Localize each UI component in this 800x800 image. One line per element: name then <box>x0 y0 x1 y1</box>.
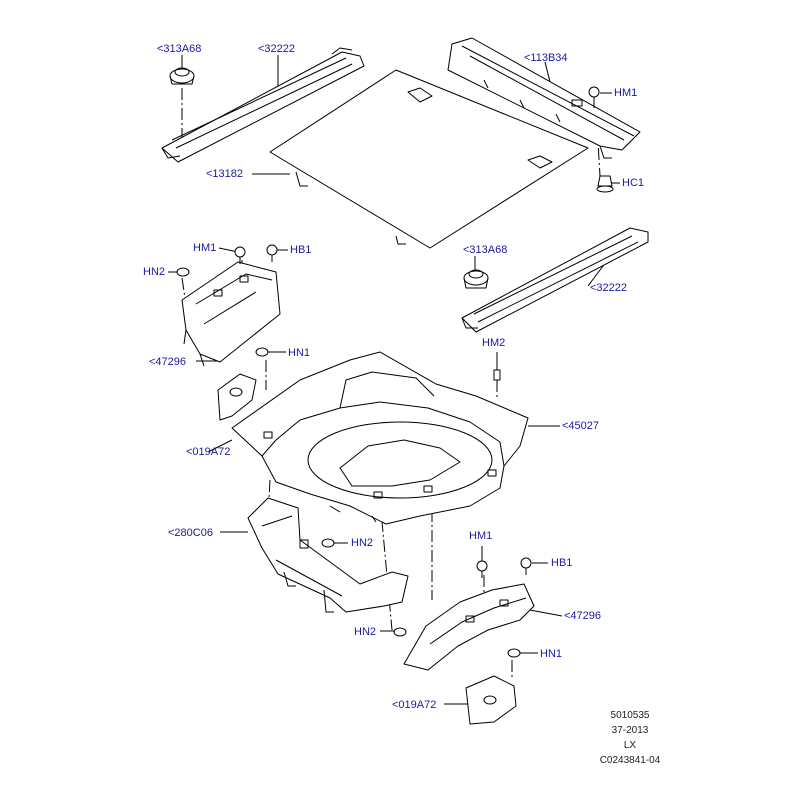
callout-45027: <45027 <box>562 420 600 432</box>
callout-hn2-center: HN2 <box>351 537 374 549</box>
reference-model: LX <box>623 740 637 751</box>
fasteners-right-lower <box>393 557 532 658</box>
cross-member-113b34 <box>447 37 641 159</box>
tonneau-rail-right <box>461 227 649 333</box>
screw-hm1-upper <box>588 86 600 108</box>
bracket-47296-left <box>181 261 281 367</box>
bracket-019a72-lower <box>465 675 517 725</box>
callout-313a68-lower: <313A68 <box>463 244 508 256</box>
callout-47296-left: <47296 <box>149 356 187 368</box>
callout-hm1-left: HM1 <box>193 242 217 254</box>
callout-hm2: HM2 <box>482 337 506 349</box>
spare-wheel-well-45027 <box>231 351 529 525</box>
bracket-280c06 <box>247 497 409 613</box>
callout-hn1-lower: HN1 <box>540 648 563 660</box>
callout-hn1-upper: HN1 <box>288 347 311 359</box>
callout-hm1-lower: HM1 <box>469 530 493 542</box>
callout-hm1-upper: HM1 <box>614 87 638 99</box>
callout-hb1-left: HB1 <box>290 244 312 256</box>
callout-hc1: HC1 <box>622 177 645 189</box>
callout-313a68-upper: <313A68 <box>157 43 202 55</box>
fasteners-left-top <box>176 244 278 357</box>
callout-hn2-left: HN2 <box>143 266 166 278</box>
callout-13182: <13182 <box>206 168 244 180</box>
clip-hc1 <box>596 175 614 193</box>
clip-313a68-upper <box>169 67 195 85</box>
callout-47296-right: <47296 <box>564 610 602 622</box>
callout-hb1-lower: HB1 <box>551 557 573 569</box>
callout-113b34: <113B34 <box>524 52 568 64</box>
nut-hn2-center <box>321 538 335 548</box>
clip-hm2 <box>493 369 501 381</box>
tonneau-rail-left <box>161 47 365 163</box>
load-floor-panel <box>269 69 589 249</box>
reference-number: 5010535 <box>610 710 650 721</box>
reference-block: 5010535 37-2013 LX C0243841-04 <box>590 708 670 768</box>
callout-280c06: <280C06 <box>168 527 213 539</box>
callout-32222-upper: <32222 <box>258 43 296 55</box>
bracket-019a72-upper <box>217 373 257 421</box>
clip-313a68-lower <box>463 269 489 289</box>
reference-date: 37-2013 <box>611 725 649 736</box>
leader-lines <box>168 55 620 705</box>
callout-hn2-lower: HN2 <box>354 626 377 638</box>
callout-32222-lower: <32222 <box>590 282 628 294</box>
bracket-47296-right <box>403 583 535 671</box>
callout-019a72-upper: <019A72 <box>186 446 231 458</box>
reference-code: C0243841-04 <box>599 755 661 766</box>
callout-019a72-lower: <019A72 <box>392 699 437 711</box>
